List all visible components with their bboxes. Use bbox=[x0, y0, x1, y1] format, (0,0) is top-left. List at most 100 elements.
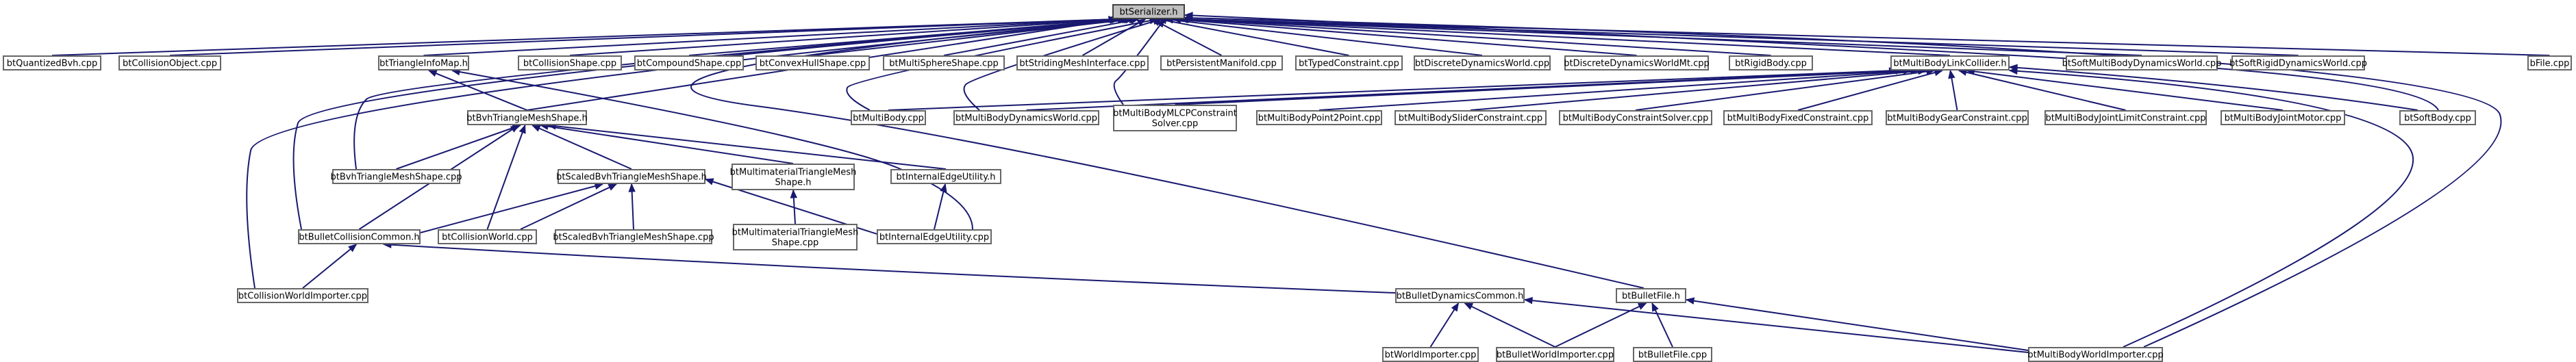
node-btrigidbody-cpp[interactable]: btRigidBody.cpp bbox=[1729, 55, 1813, 70]
node-btbulletcollisioncommon-h[interactable]: btBulletCollisionCommon.h bbox=[298, 229, 421, 244]
edge-btmultibodyfixedconstraint-cpp-to-btmultibodylinkcollider-h bbox=[1797, 68, 1944, 111]
node-label: btCollisionShape.cpp bbox=[523, 59, 616, 69]
arrowhead bbox=[1651, 302, 1659, 312]
arrowhead bbox=[1523, 296, 1533, 305]
edge-btmultibodyjointmotor-cpp-to-btmultibodylinkcollider-h bbox=[1965, 68, 2284, 111]
node-box bbox=[1496, 347, 1614, 362]
node-btinternaledgeutility-cpp[interactable]: btInternalEdgeUtility.cpp bbox=[877, 229, 992, 244]
node-btmultibodygearconstraint-cpp[interactable]: btMultiBodyGearConstraint.cpp bbox=[1886, 110, 2029, 125]
edge-line bbox=[1958, 70, 2126, 111]
arrowhead bbox=[531, 125, 541, 132]
node-box bbox=[555, 229, 712, 244]
edge-line bbox=[1165, 18, 1483, 56]
node-btmultibodysliderconstraint-cpp[interactable]: btMultiBodySliderConstraint.cpp bbox=[1395, 110, 1547, 125]
nodes-layer: btSerializer.h btQuantizedBvh.cpp btCollis… bbox=[3, 4, 2572, 362]
edge-btmultibodyworldimporter-cpp-to-btbulletdynamicscommon-h bbox=[1523, 296, 2029, 353]
node-box bbox=[467, 110, 587, 125]
node-btcollisionworldimporter-cpp[interactable]: btCollisionWorldImporter.cpp bbox=[237, 288, 368, 303]
node-btquantizedbvh-cpp[interactable]: btQuantizedBvh.cpp bbox=[3, 55, 101, 70]
edge-line bbox=[1184, 14, 2439, 111]
node-box bbox=[332, 169, 460, 184]
edge-line bbox=[690, 18, 1645, 289]
node-label: btSerializer.h bbox=[1119, 8, 1177, 18]
node-btdiscretedynamicsworldmt-cpp[interactable]: btDiscreteDynamicsWorldMt.cpp bbox=[1564, 55, 1710, 70]
edge-line bbox=[888, 70, 1897, 111]
node-box bbox=[2231, 55, 2365, 70]
node-btcompoundshape-cpp[interactable]: btCompoundShape.cpp bbox=[634, 55, 744, 70]
arrowhead bbox=[790, 189, 798, 198]
node-label: btCollisionWorldImporter.cpp bbox=[238, 292, 367, 302]
node-btbvhtrianglemeshshape-h[interactable]: btBvhTriangleMeshShape.h bbox=[466, 110, 588, 125]
edge-btbulletfile-cpp-to-btbulletfile-h bbox=[1651, 302, 1673, 348]
edge-btmultibodydynamicsworld-cpp-to-btmultibodylinkcollider-h bbox=[1026, 67, 1905, 111]
arrowhead bbox=[940, 183, 947, 193]
node-btcollisionworld-cpp[interactable]: btCollisionWorld.cpp bbox=[438, 229, 537, 244]
edge-line bbox=[1524, 299, 2029, 353]
node-box bbox=[733, 224, 858, 250]
node-btscaledbvhtrianglemeshshape-h[interactable]: btScaledBvhTriangleMeshShape.h bbox=[556, 169, 707, 184]
edge-line bbox=[1184, 17, 2502, 348]
node-label: btInternalEdgeUtility.h bbox=[897, 172, 996, 183]
edge-btbulletworldimporter-cpp-to-btbulletdynamicscommon-h bbox=[1464, 302, 1555, 348]
node-bfile-cpp[interactable]: bFile.cpp bbox=[2527, 55, 2572, 70]
edge-line bbox=[353, 18, 1127, 170]
node-btinternaledgeutility-h[interactable]: btInternalEdgeUtility.h bbox=[890, 169, 1001, 184]
node-btbvhtrianglemeshshape-cpp[interactable]: btBvhTriangleMeshShape.cpp bbox=[331, 169, 462, 184]
edge-btstridingmeshinterface-cpp-to-btserializer-h bbox=[1081, 18, 1147, 56]
node-box bbox=[558, 169, 705, 184]
node-btscaledbvhtrianglemeshshape-cpp[interactable]: btScaledBvhTriangleMeshShape.cpp bbox=[553, 229, 714, 244]
node-bttriangleinfomap-h[interactable]: btTriangleInfoMap.h bbox=[378, 55, 469, 70]
node-box bbox=[2066, 55, 2218, 70]
node-box bbox=[237, 288, 368, 303]
edge-btworldimporter-cpp-to-btbulletdynamicscommon-h bbox=[1429, 302, 1460, 348]
node-label: btMultiBodyLinkCollider.h bbox=[1893, 59, 2006, 69]
edge-line bbox=[51, 18, 1117, 56]
node-btbulletfile-h[interactable]: btBulletFile.h bbox=[1616, 288, 1686, 303]
node-label: btBvhTriangleMeshShape.cpp bbox=[331, 172, 462, 183]
node-btbulletfile-cpp[interactable]: btBulletFile.cpp bbox=[1633, 347, 1712, 362]
node-btmultibodyconstraintsolver-cpp[interactable]: btMultiBodyConstraintSolver.cpp bbox=[1559, 110, 1712, 125]
node-label: btBulletDynamicsCommon.h bbox=[1397, 292, 1524, 302]
arrowhead bbox=[1637, 302, 1647, 310]
node-bttypedconstraint-cpp[interactable]: btTypedConstraint.cpp bbox=[1295, 55, 1403, 70]
edge-line bbox=[547, 125, 947, 170]
edge-line bbox=[963, 18, 1162, 111]
node-btmultibodyfixedconstraint-cpp[interactable]: btMultiBodyFixedConstraint.cpp bbox=[1723, 110, 1873, 125]
node-btcollisionshape-cpp[interactable]: btCollisionShape.cpp bbox=[518, 55, 622, 70]
node-btmultibody-cpp[interactable]: btMultiBody.cpp bbox=[851, 110, 926, 125]
node-btmultibodyjointlimitconstraint-cpp[interactable]: btMultiBodyJointLimitConstraint.cpp bbox=[2044, 110, 2207, 125]
node-btmultibodypoint2point-cpp[interactable]: btMultiBodyPoint2Point.cpp bbox=[1256, 110, 1382, 125]
node-box bbox=[1616, 288, 1686, 303]
node-btcollisionobject-cpp[interactable]: btCollisionObject.cpp bbox=[118, 55, 221, 70]
node-label: btRigidBody.cpp bbox=[1735, 59, 1807, 69]
node-box bbox=[2028, 347, 2163, 362]
node-btsoftmultibodydynamicsworld-cpp[interactable]: btSoftMultiBodyDynamicsWorld.cpp bbox=[2062, 55, 2222, 70]
node-btdiscretedynamicsworld-cpp[interactable]: btDiscreteDynamicsWorld.cpp bbox=[1414, 55, 1551, 70]
node-label: btCollisionWorld.cpp bbox=[442, 233, 533, 243]
edge-line bbox=[2009, 70, 2414, 348]
edge-line bbox=[532, 125, 632, 170]
node-label: btScaledBvhTriangleMeshShape.h bbox=[556, 172, 707, 183]
node-btmultibodylinkcollider-h[interactable]: btMultiBodyLinkCollider.h bbox=[1890, 55, 2010, 70]
node-btsoftbody-cpp[interactable]: btSoftBody.cpp bbox=[2399, 110, 2476, 125]
edge-line bbox=[1173, 18, 1637, 56]
node-btpersistentmanifold-cpp[interactable]: btPersistentManifold.cpp bbox=[1160, 55, 1283, 70]
node-btworldimporter-cpp[interactable]: btWorldImporter.cpp bbox=[1382, 347, 1479, 362]
node-btmultibodyjointmotor-cpp[interactable]: btMultiBodyJointMotor.cpp bbox=[2221, 110, 2345, 125]
node-btmultibodydynamicsworld-cpp[interactable]: btMultiBodyDynamicsWorld.cpp bbox=[953, 110, 1099, 125]
edge-line bbox=[1464, 302, 1555, 348]
node-btconvexhullshape-cpp[interactable]: btConvexHullShape.cpp bbox=[755, 55, 870, 70]
node-btbulletworldimporter-cpp[interactable]: btBulletWorldImporter.cpp bbox=[1496, 347, 1614, 362]
node-label: btMultiBodyPoint2Point.cpp bbox=[1258, 114, 1381, 124]
arrowhead bbox=[518, 124, 526, 134]
node-btbulletdynamicscommon-h[interactable]: btBulletDynamicsCommon.h bbox=[1395, 288, 1525, 303]
edge-btquantizedbvh-cpp-to-btserializer-h bbox=[51, 16, 1118, 56]
node-btsoftrigiddynamicsworld-cpp[interactable]: btSoftRigidDynamicsWorld.cpp bbox=[2229, 55, 2367, 70]
node-btmultisphereshape-cpp[interactable]: btMultiSphereShape.cpp bbox=[883, 55, 1005, 70]
node-btstridingmeshinterface-cpp[interactable]: btStridingMeshInterface.cpp bbox=[1016, 55, 1149, 70]
node-btmultibodyworldimporter-cpp[interactable]: btMultiBodyWorldImporter.cpp bbox=[2027, 347, 2164, 362]
